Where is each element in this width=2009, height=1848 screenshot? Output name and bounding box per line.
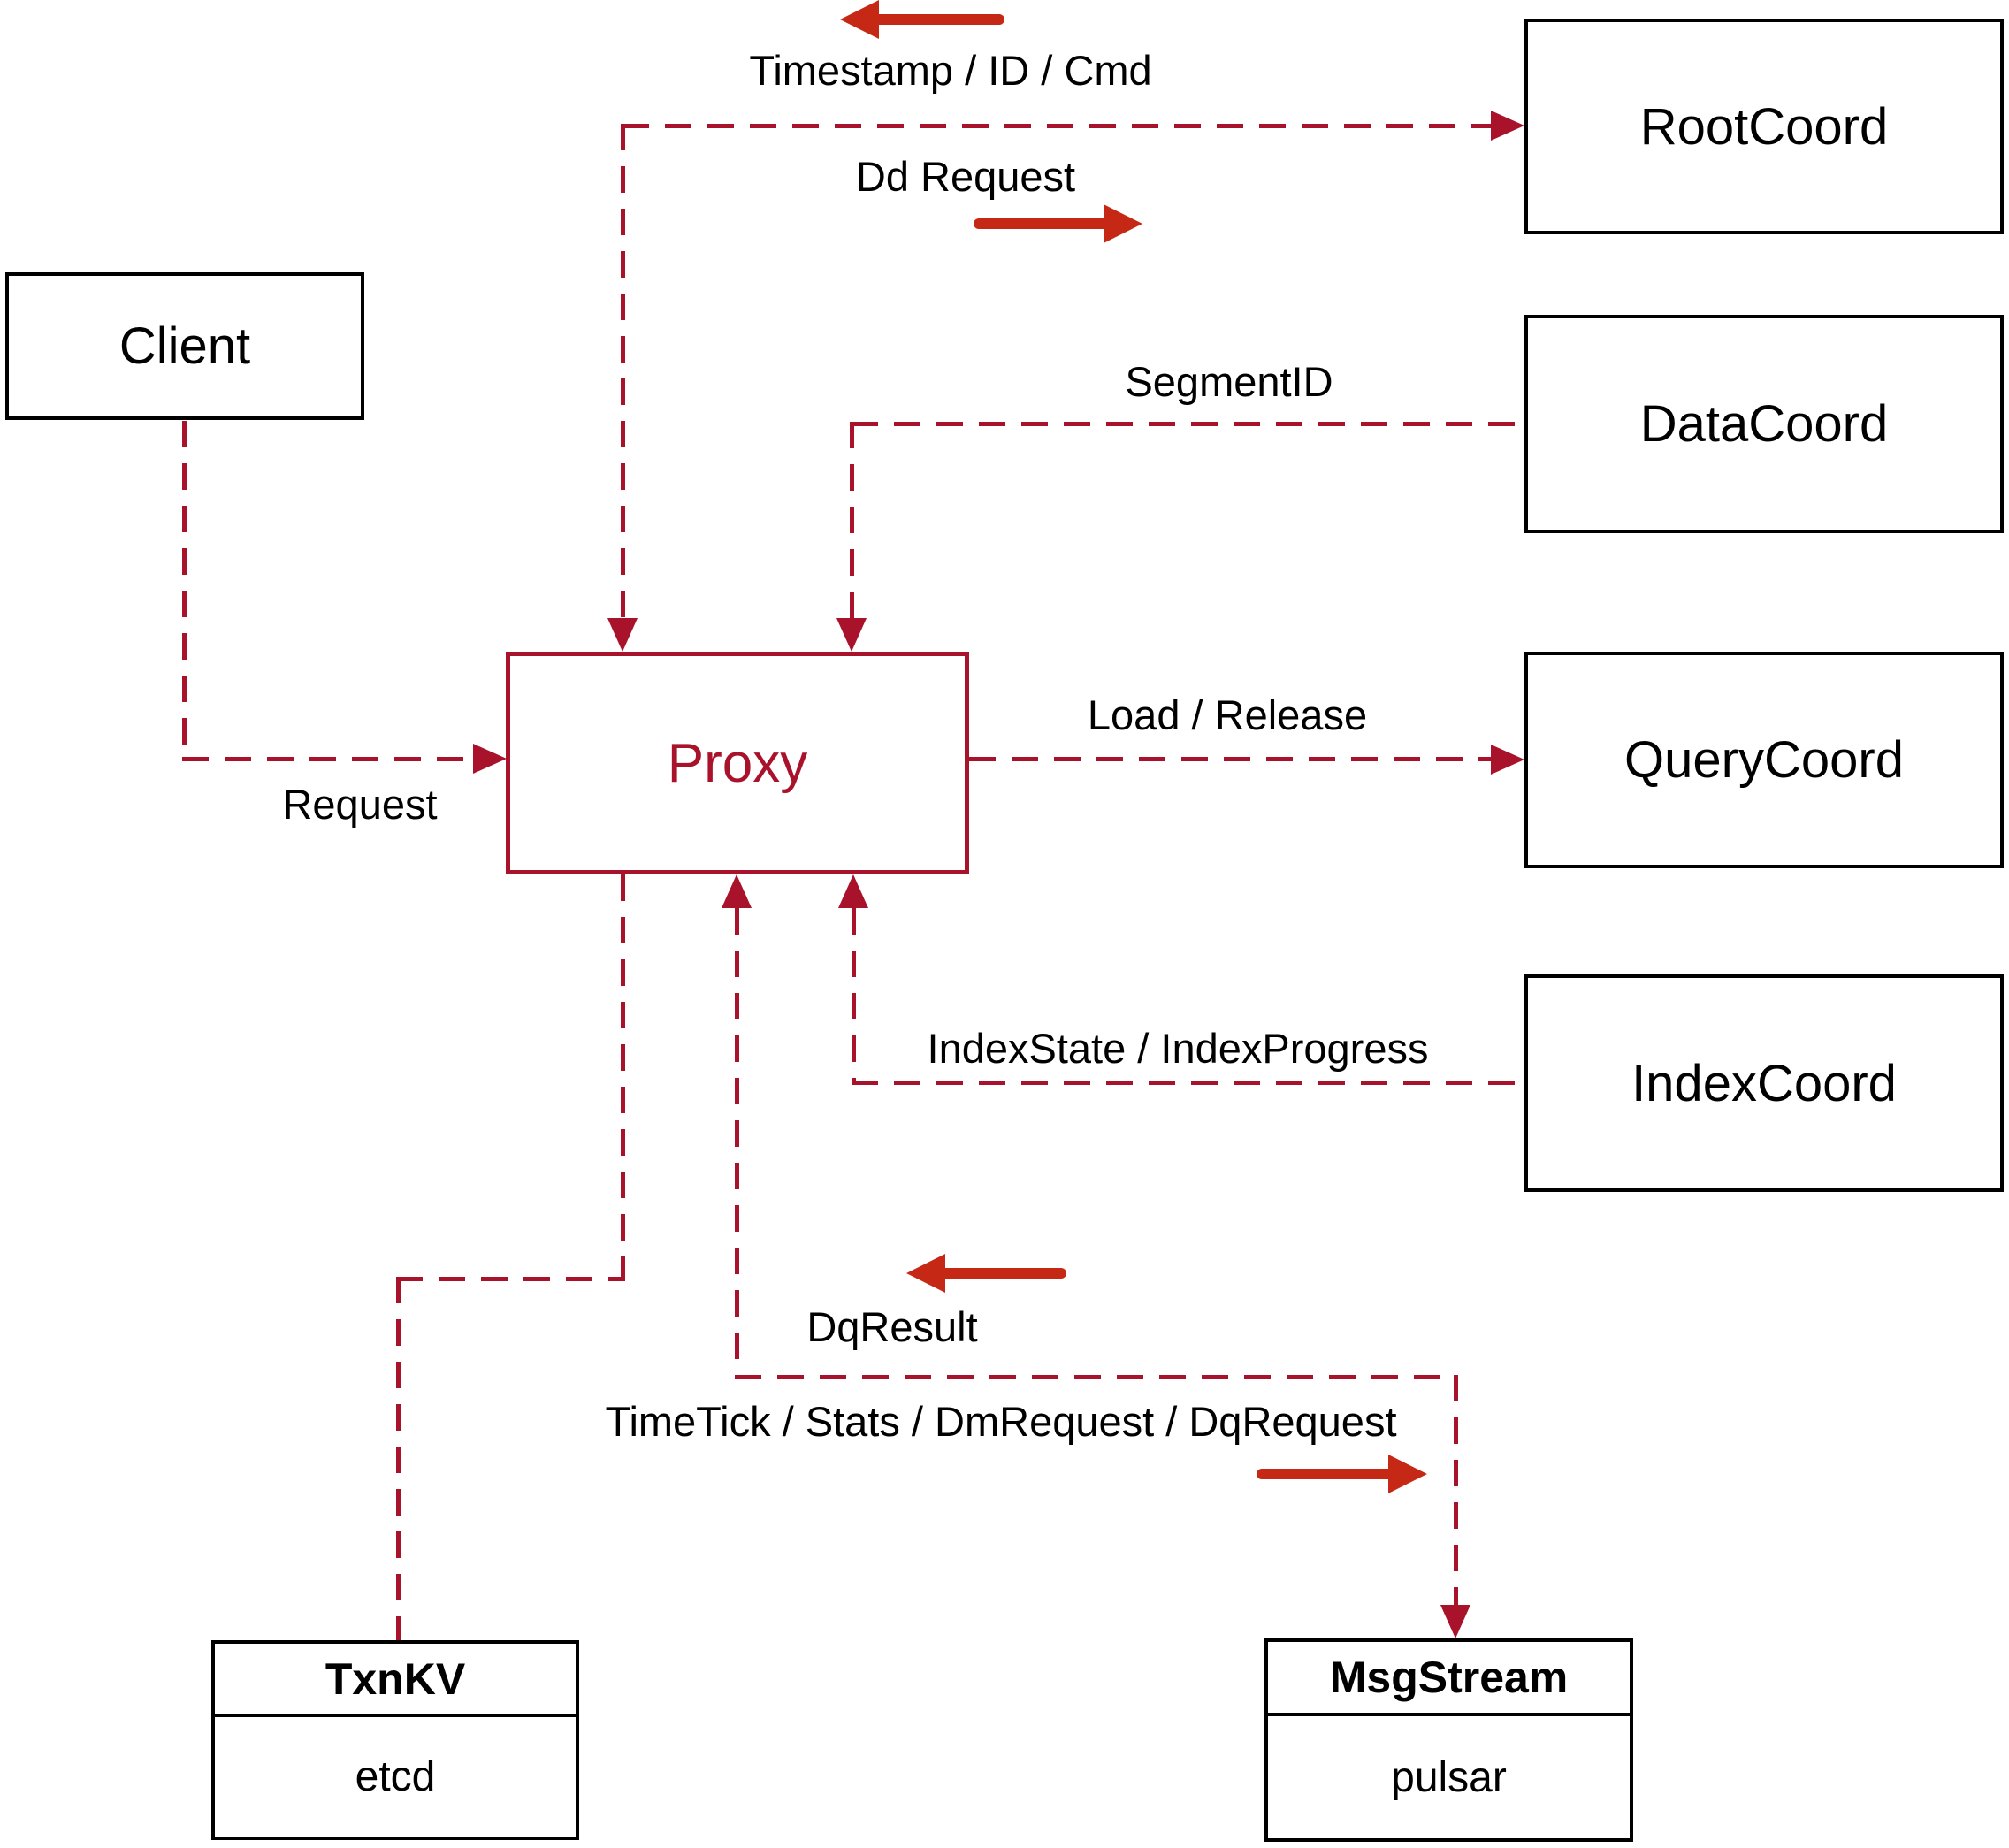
timestamp-direction-arrow-icon: [840, 0, 1004, 39]
arrowhead-into-querycoord: [1491, 745, 1524, 775]
txnkv-title: TxnKV: [215, 1644, 576, 1717]
rootcoord-label: RootCoord: [1639, 97, 1889, 156]
edge-label-timestamp-id-cmd: Timestamp / ID / Cmd: [749, 47, 1152, 94]
indexcoord-label: IndexCoord: [1631, 1054, 1897, 1112]
timetick-direction-arrow-icon: [1257, 1455, 1427, 1493]
edge-indexcoord-proxy-vertical: [852, 908, 856, 1085]
msgstream-title: MsgStream: [1268, 1642, 1630, 1716]
arrowhead-into-proxy-bottom-right: [838, 874, 868, 908]
edge-datacoord-proxy-vertical: [850, 422, 854, 618]
querycoord-label: QueryCoord: [1624, 731, 1904, 789]
dqresult-direction-arrow-icon: [906, 1254, 1066, 1293]
edge-datacoord-proxy-horizontal: [852, 422, 1524, 426]
edge-label-request: Request: [282, 781, 438, 828]
edge-proxy-rootcoord-vertical: [621, 124, 625, 618]
txnkv-impl: etcd: [355, 1753, 436, 1800]
datacoord-node: DataCoord: [1524, 315, 2004, 533]
edge-label-dd-request: Dd Request: [855, 153, 1076, 200]
edge-proxy-msgstream-vertical: [1454, 1375, 1458, 1607]
client-node: Client: [5, 272, 364, 420]
arrowhead-into-rootcoord: [1491, 111, 1524, 141]
rootcoord-node: RootCoord: [1524, 19, 2004, 234]
edge-label-timetick-stats: TimeTick / Stats / DmRequest / DqRequest: [605, 1398, 1397, 1445]
msgstream-impl: pulsar: [1391, 1753, 1507, 1801]
edge-client-proxy-vertical: [182, 421, 187, 759]
dd-request-direction-arrow-icon: [974, 204, 1142, 243]
proxy-node: Proxy: [506, 652, 969, 874]
indexcoord-node: IndexCoord: [1524, 974, 2004, 1192]
edge-label-dq-result: DqResult: [806, 1303, 978, 1350]
edge-proxy-txnkv-horizontal: [396, 1277, 625, 1281]
proxy-label: Proxy: [667, 732, 808, 794]
client-label: Client: [118, 317, 251, 375]
edge-client-proxy-horizontal: [182, 757, 473, 761]
arrowhead-into-msgstream: [1440, 1605, 1470, 1638]
arrowhead-into-proxy-bottom-left: [722, 874, 752, 908]
msgstream-node: MsgStream pulsar: [1264, 1638, 1633, 1842]
edge-proxy-msgstream-horizontal: [735, 1375, 1457, 1379]
edge-proxy-querycoord-horizontal: [969, 757, 1493, 761]
txnkv-node: TxnKV etcd: [211, 1640, 579, 1840]
edge-msgstream-proxy-vertical: [735, 908, 739, 1379]
edge-indexcoord-proxy-horizontal: [852, 1081, 1524, 1085]
arrowhead-into-proxy-left: [473, 744, 507, 774]
arrowhead-into-proxy-top-right: [836, 618, 867, 652]
edge-proxy-txnkv-vertical-lower: [396, 1277, 401, 1640]
edge-proxy-txnkv-vertical-upper: [621, 874, 625, 1279]
edge-label-segment-id: SegmentID: [1125, 358, 1333, 405]
edge-label-index-state-progress: IndexState / IndexProgress: [927, 1025, 1429, 1072]
datacoord-label: DataCoord: [1639, 395, 1889, 453]
querycoord-node: QueryCoord: [1524, 652, 2004, 868]
arrowhead-into-proxy-top-left: [607, 618, 638, 652]
edge-proxy-rootcoord-horizontal: [623, 124, 1493, 128]
edge-label-load-release: Load / Release: [1087, 691, 1368, 738]
